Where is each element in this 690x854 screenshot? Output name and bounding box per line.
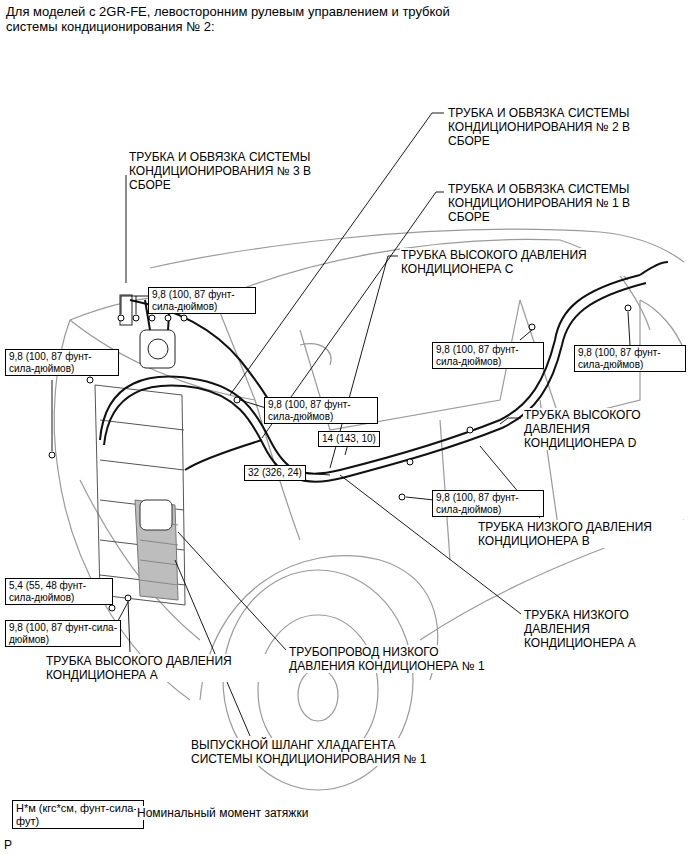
- diagram-title: Для моделей с 2GR-FE, левосторонним руле…: [6, 4, 476, 35]
- part-name: ТРУБКА ВЫСОКОГО ДАВЛЕНИЯ КОНДИЦИОНЕРА C: [400, 248, 628, 276]
- torque-value: 9,8 (100, 87 фунт-сила-дюймов): [436, 344, 540, 367]
- torque-box: 9,8 (100, 87 фунт-сила-дюймов): [264, 397, 378, 424]
- torque-value: Н*м (кгс*см, фунт-сила-фут): [16, 802, 140, 827]
- torque-box: 9,8 (100, 87 фунт-сила-дюймов): [5, 620, 121, 647]
- part-name: ТРУБОПРОВОД НИЗКОГО ДАВЛЕНИЯ КОНДИЦИОНЕР…: [288, 645, 500, 673]
- part-name: ТРУБКА И ОБВЯЗКА СИСТЕМЫ КОНДИЦИОНИРОВАН…: [447, 182, 639, 224]
- torque-box: 9,8 (100, 87 фунт-сила-дюймов): [148, 287, 256, 314]
- torque-value: 32 (326, 24): [248, 467, 302, 479]
- torque-box: 9,8 (100, 87 фунт-сила-дюймов): [432, 342, 544, 369]
- part-name: ТРУБКА ВЫСОКОГО ДАВЛЕНИЯ КОНДИЦИОНЕРА A: [45, 654, 269, 682]
- torque-value: 9,8 (100, 87 фунт-сила-дюймов): [268, 399, 374, 422]
- torque-value: 5,4 (55, 48 фунт-сила-дюймов): [9, 580, 109, 603]
- torque-box: 9,8 (100, 87 фунт-сила-дюймов): [432, 490, 544, 517]
- torque-value: 9,8 (100, 87 фунт-сила-дюймов): [436, 492, 540, 515]
- torque-box: 9,8 (100, 87 фунт-сила-дюймов): [5, 349, 119, 376]
- torque-value: 9,8 (100, 87 фунт-сила-дюймов): [152, 289, 252, 312]
- part-name: ВЫПУСКНОЙ ШЛАНГ ХЛАДАГЕНТА СИСТЕМЫ КОНДИ…: [190, 738, 432, 766]
- torque-box: 14 (143, 10): [318, 431, 380, 447]
- part-name: ТРУБКА И ОБВЯЗКА СИСТЕМЫ КОНДИЦИОНИРОВАН…: [447, 106, 639, 148]
- unit-key-box: Н*м (кгс*см, фунт-сила-фут): [12, 800, 144, 829]
- torque-value: 9,8 (100, 87 фунт-сила-дюймов): [9, 622, 117, 645]
- part-name: ТРУБКА И ОБВЯЗКА СИСТЕМЫ КОНДИЦИОНИРОВАН…: [128, 150, 345, 192]
- torque-box: 5,4 (55, 48 фунт-сила-дюймов): [5, 578, 113, 605]
- figure-code: P: [3, 838, 13, 852]
- part-name: ТРУБКА НИЗКОГО ДАВЛЕНИЯ КОНДИЦИОНЕРА A: [523, 608, 655, 650]
- torque-box: 32 (326, 24): [244, 465, 306, 481]
- torque-box: 9,8 (100, 87 фунт-сила-дюймов): [574, 345, 686, 372]
- part-name: ТРУБКА НИЗКОГО ДАВЛЕНИЯ КОНДИЦИОНЕРА B: [477, 520, 687, 548]
- torque-value: 9,8 (100, 87 фунт-сила-дюймов): [9, 351, 115, 374]
- part-name: Номинальный момент затяжки: [136, 806, 309, 820]
- torque-value: 9,8 (100, 87 фунт-сила-дюймов): [578, 347, 682, 370]
- torque-value: 14 (143, 10): [322, 433, 376, 445]
- part-name: ТРУБКА ВЫСОКОГО ДАВЛЕНИЯ КОНДИЦИОНЕРА D: [523, 408, 645, 450]
